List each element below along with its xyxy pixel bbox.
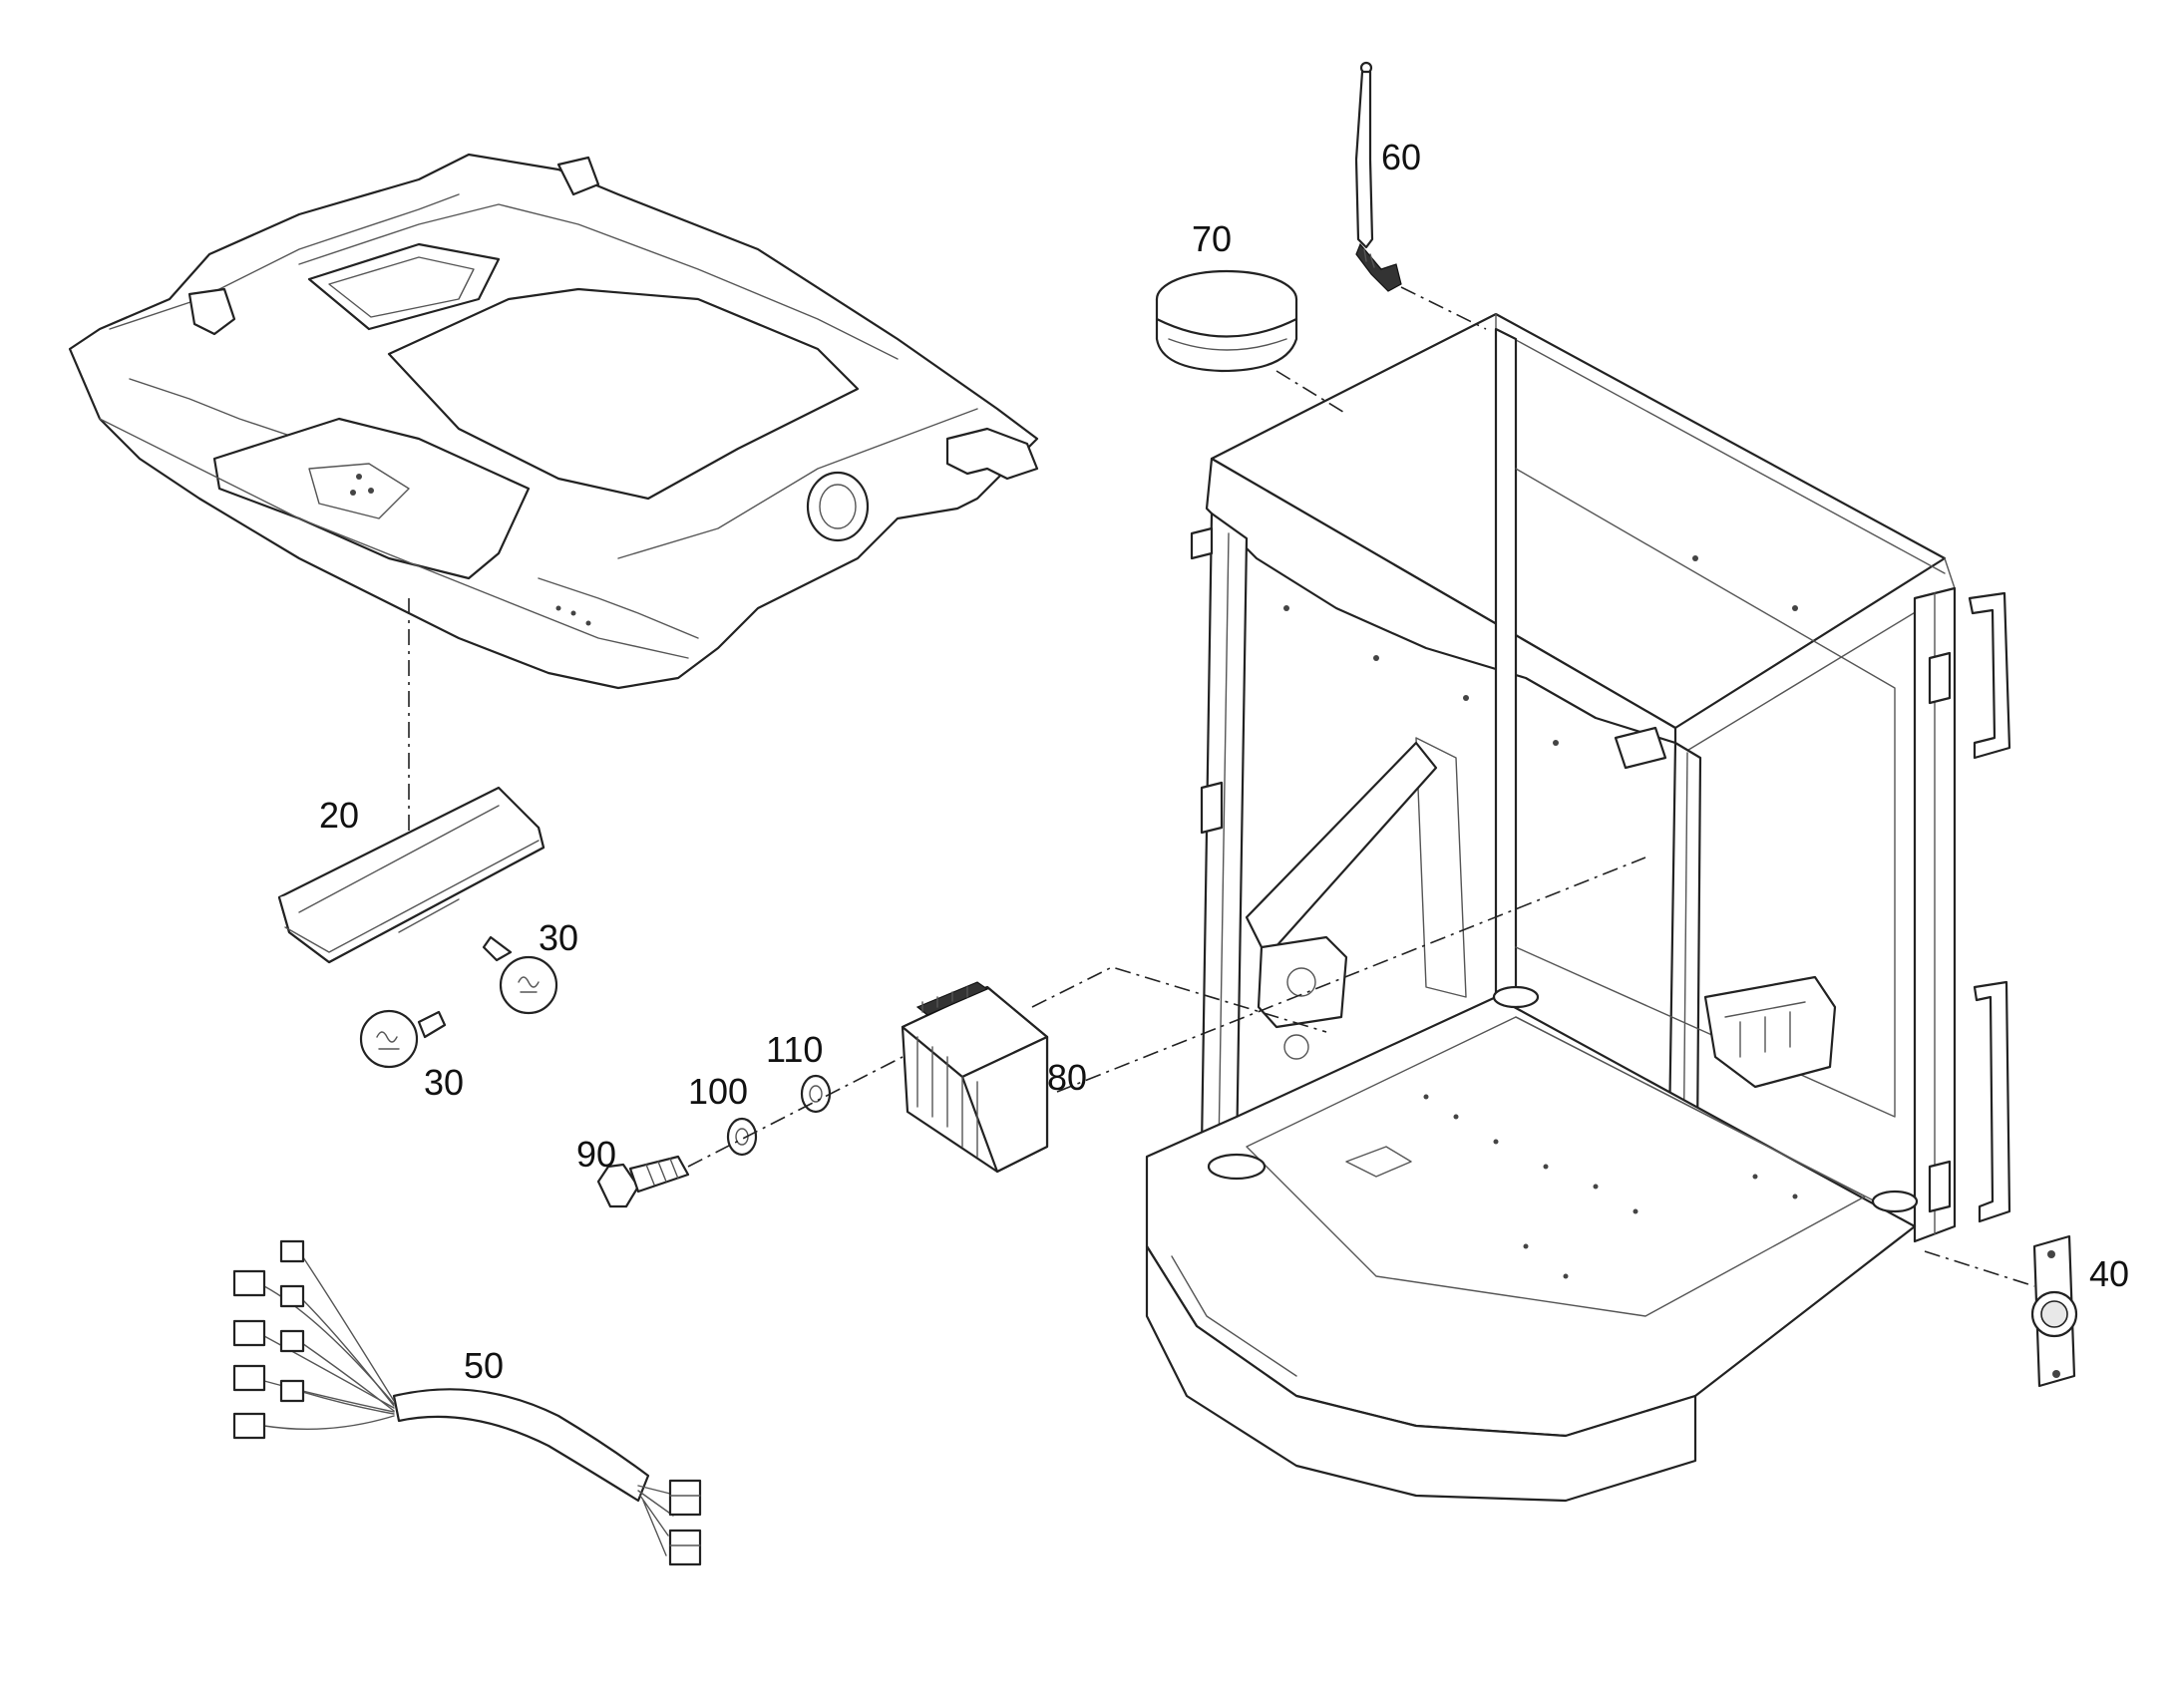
antenna xyxy=(1354,61,1402,292)
callout-100: 100 xyxy=(688,1071,748,1112)
assembly-line-switch xyxy=(1924,1250,2035,1287)
dome-lamp xyxy=(277,786,545,964)
wiring-harness xyxy=(232,1239,702,1566)
callout-70: 70 xyxy=(1192,218,1232,259)
callout-110: 110 xyxy=(766,1029,823,1070)
callout-40: 40 xyxy=(2089,1253,2129,1294)
callout-60: 60 xyxy=(1381,137,1421,177)
bulb-upper xyxy=(482,935,558,1015)
bulb-lower xyxy=(359,1009,447,1069)
flat-washer xyxy=(726,1117,758,1157)
assembly-line-antenna xyxy=(1400,286,1487,330)
bolt xyxy=(596,1155,690,1208)
assembly-line-bolt xyxy=(687,1056,904,1168)
control-unit xyxy=(901,981,1049,1174)
callout-20: 20 xyxy=(319,795,359,836)
callout-80: 80 xyxy=(1047,1057,1087,1098)
dome-cap xyxy=(1155,269,1298,373)
callout-50: 50 xyxy=(464,1345,504,1386)
callout-30-upper: 30 xyxy=(539,917,578,958)
assembly-line-unit xyxy=(1031,856,1646,1093)
callout-90: 90 xyxy=(576,1134,616,1175)
callout-30-lower: 30 xyxy=(424,1062,464,1103)
switch-plate xyxy=(2030,1234,2078,1388)
headliner-panel xyxy=(68,153,1039,690)
assembly-line-dome xyxy=(1275,370,1347,415)
cab-frame xyxy=(1145,312,2011,1503)
